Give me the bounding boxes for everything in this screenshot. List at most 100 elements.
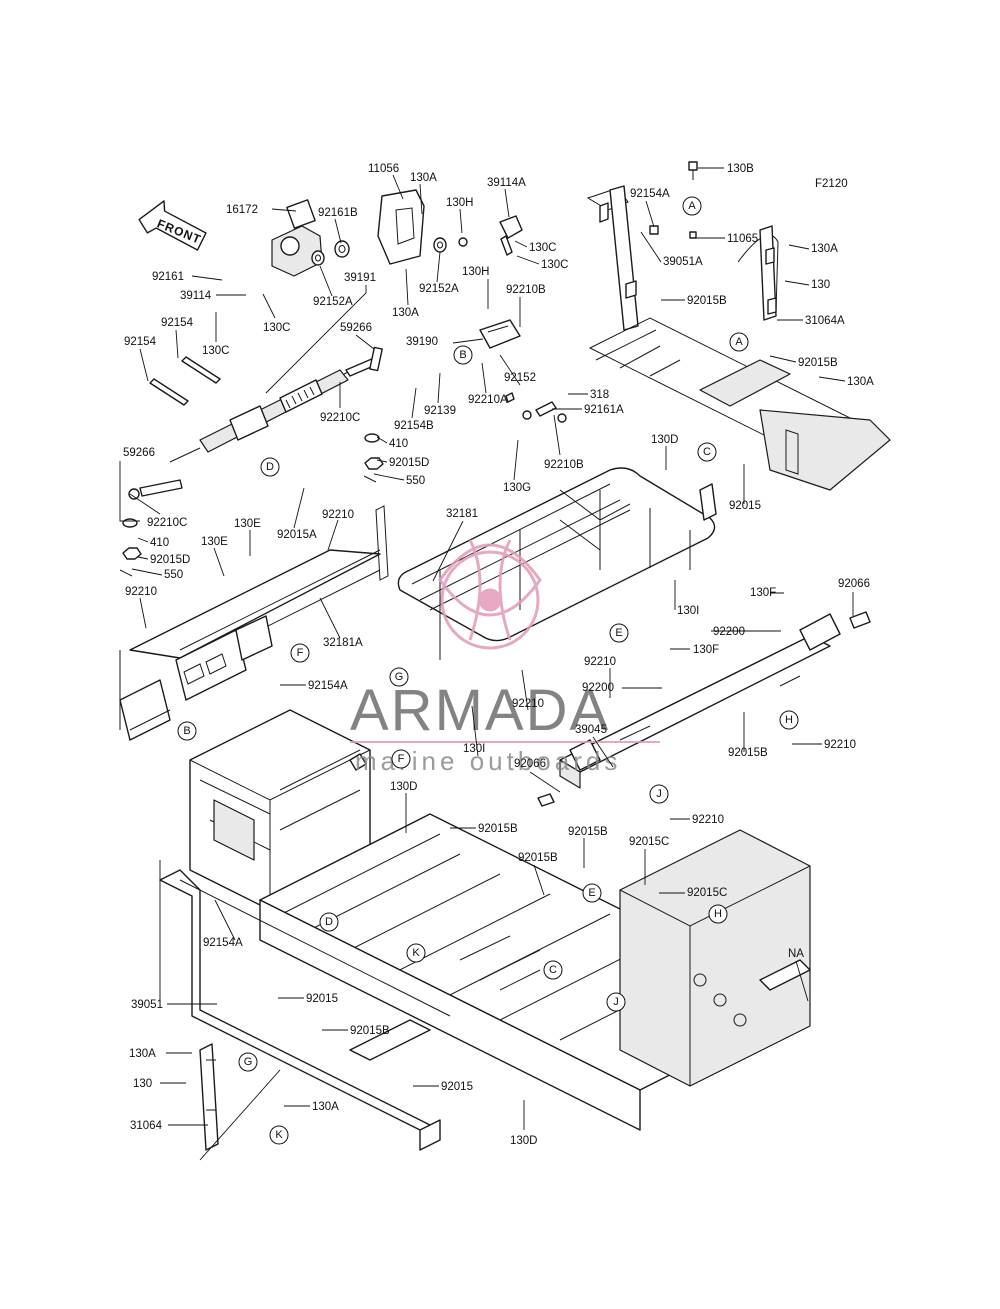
part-label: 92154A — [203, 937, 243, 949]
part-label: 130 — [133, 1078, 152, 1090]
part-label: 130G — [503, 482, 531, 494]
part-label: 39051A — [663, 256, 703, 268]
part-label: 410 — [150, 537, 169, 549]
part-label: 92210 — [692, 814, 724, 826]
part-label: 92139 — [424, 405, 456, 417]
part-label: 92154B — [394, 420, 434, 432]
ref-marker-d: D — [260, 457, 280, 477]
ref-marker-e: E — [582, 883, 602, 903]
part-label: 92015 — [729, 500, 761, 512]
part-label: 92200 — [582, 682, 614, 694]
part-label: 130H — [462, 266, 490, 278]
part-label: 92161B — [318, 207, 358, 219]
part-label: 92210C — [320, 412, 360, 424]
watermark-brand: ARMADA — [350, 678, 610, 743]
part-label: 92210 — [584, 656, 616, 668]
part-label: 92154A — [630, 188, 670, 200]
part-label: 92210 — [125, 586, 157, 598]
part-label: 130F — [750, 587, 776, 599]
front-direction-arrow: FRONT — [138, 200, 207, 251]
part-label: 92015B — [568, 826, 608, 838]
part-label: 92154 — [161, 317, 194, 329]
ref-marker-g: G — [238, 1052, 258, 1072]
part-label: 92015B — [350, 1025, 390, 1037]
part-label: 92161 — [152, 271, 184, 283]
part-label: 32181A — [323, 637, 363, 649]
part-label: 92200 — [713, 626, 745, 638]
part-label: 130I — [677, 605, 699, 617]
ref-marker-a: A — [729, 332, 749, 352]
part-label: 92210 — [824, 739, 856, 751]
part-label: 92066 — [838, 578, 870, 590]
part-label: 130E — [201, 536, 228, 548]
part-label: 130C — [529, 242, 557, 254]
part-label: 130C — [263, 322, 291, 334]
ref-marker-h: H — [708, 904, 728, 924]
leader-lines — [119, 167, 854, 1161]
part-label: 130H — [446, 197, 474, 209]
part-label: 92015B — [798, 357, 838, 369]
svg-text:C: C — [549, 964, 557, 976]
rear-bed-bracket-drawing — [586, 161, 891, 491]
part-label: 11065 — [727, 233, 758, 245]
svg-text:H: H — [785, 714, 793, 726]
part-label: 550 — [406, 475, 425, 487]
part-label: 39045 — [575, 724, 607, 736]
part-label: 39114A — [487, 177, 526, 189]
ref-marker-j: J — [606, 992, 626, 1012]
reference-markers: A A B B C C D D E E F F G G H H J J K K — [177, 196, 799, 1145]
svg-text:J: J — [656, 788, 662, 800]
part-label: 92210C — [147, 517, 187, 529]
svg-text:J: J — [613, 996, 619, 1008]
ref-marker-c: C — [697, 442, 717, 462]
ref-marker-c: C — [543, 960, 563, 980]
part-labels: 11056 130A 39114A 130H 16172 92161B 130C… — [123, 163, 874, 1147]
part-label: 130D — [651, 434, 679, 446]
part-label: 130B — [727, 163, 754, 175]
svg-text:G: G — [244, 1056, 253, 1068]
part-label: 92154 — [124, 336, 157, 348]
part-label: 92015B — [728, 747, 768, 759]
part-label: 39190 — [406, 336, 438, 348]
watermark-logo-icon — [438, 539, 542, 650]
part-label: 92210B — [544, 459, 584, 471]
svg-text:K: K — [275, 1129, 283, 1141]
ref-marker-b: B — [177, 721, 197, 741]
part-label: 318 — [590, 389, 609, 401]
ref-marker-f: F — [290, 643, 310, 663]
svg-text:A: A — [688, 200, 696, 212]
part-label: 92210A — [468, 394, 508, 406]
part-label: 31064A — [805, 315, 845, 327]
part-label: 92210 — [322, 509, 354, 521]
ref-marker-b: B — [453, 345, 473, 365]
svg-text:E: E — [588, 887, 595, 899]
svg-text:B: B — [183, 725, 190, 737]
part-label: 32181 — [446, 508, 478, 520]
part-label: 130E — [234, 518, 261, 530]
ref-marker-a: A — [682, 196, 702, 216]
steering-assembly-drawing — [119, 189, 567, 577]
part-label: 130A — [811, 243, 838, 255]
part-label: 92015D — [150, 554, 190, 566]
svg-text:D: D — [266, 461, 274, 473]
svg-text:H: H — [714, 908, 722, 920]
part-label: 130C — [202, 345, 230, 357]
part-label: 39114 — [180, 290, 212, 302]
ref-marker-k: K — [406, 943, 426, 963]
part-label: 130A — [392, 307, 419, 319]
part-label: 130D — [390, 781, 418, 793]
part-label: 92015B — [478, 823, 518, 835]
part-label: NA — [788, 948, 804, 960]
part-label: 130F — [693, 644, 719, 656]
ref-marker-f: F — [391, 749, 411, 769]
part-label: 92015B — [518, 852, 558, 864]
part-label: 130A — [410, 172, 437, 184]
part-label: 59266 — [340, 322, 372, 334]
ref-marker-e: E — [609, 623, 629, 643]
part-label: 92152A — [313, 296, 353, 308]
svg-text:A: A — [735, 336, 743, 348]
part-label: 39051 — [131, 999, 163, 1011]
part-label: 130C — [541, 259, 569, 271]
diagram-code: F2120 — [815, 178, 848, 190]
ref-marker-h: H — [779, 710, 799, 730]
